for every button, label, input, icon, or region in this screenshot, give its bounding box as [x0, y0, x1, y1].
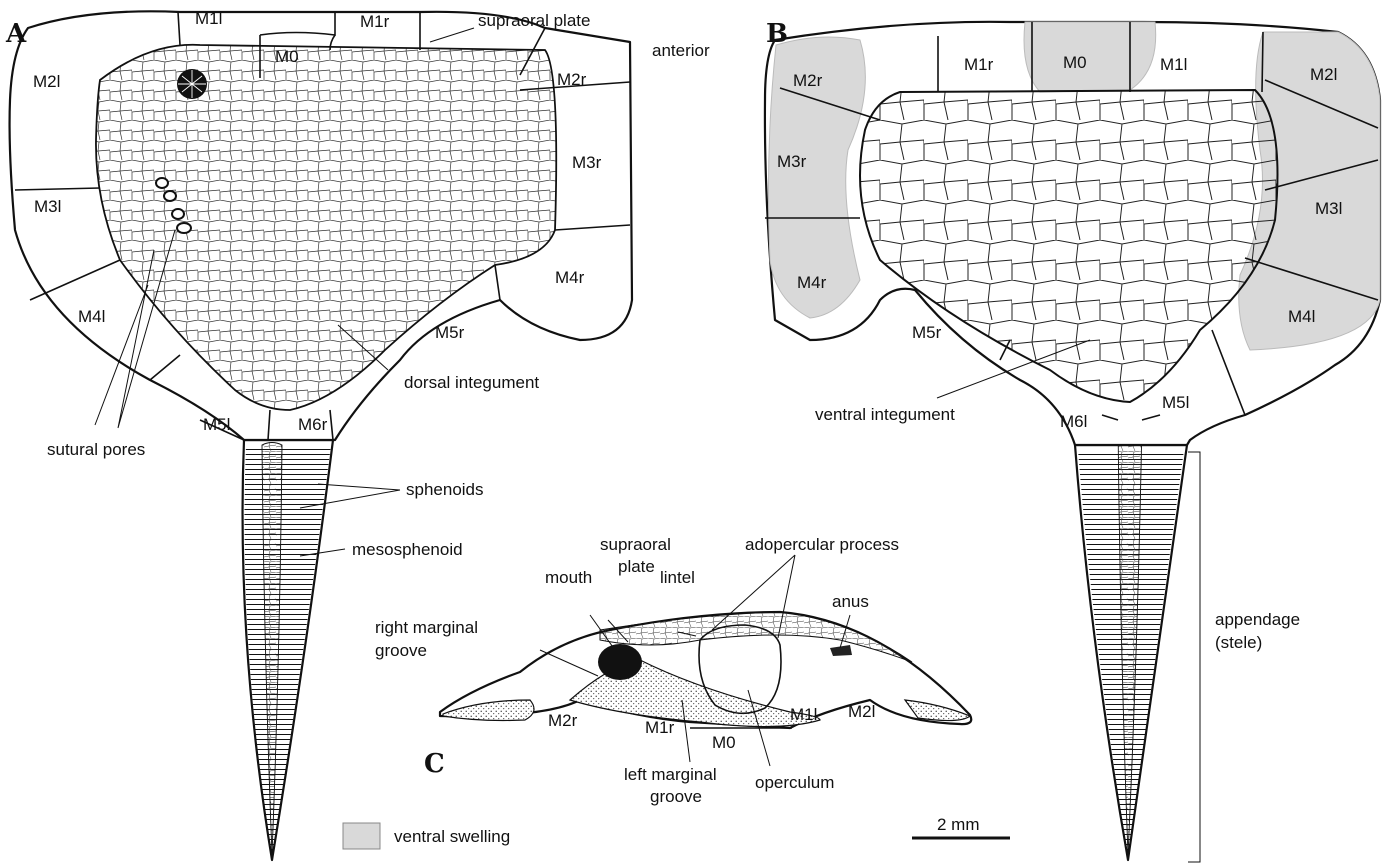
- label-b-m6l: M6l: [1060, 412, 1087, 431]
- label-c-left-marginal-2: groove: [650, 787, 702, 806]
- label-b-m1l: M1l: [1160, 55, 1187, 74]
- panel-letter-c: C: [424, 749, 445, 779]
- label-a-m1l: M1l: [195, 9, 222, 28]
- label-b-m0: M0: [1063, 53, 1087, 72]
- label-c-right-marginal-2: groove: [375, 641, 427, 660]
- label-b-m3l: M3l: [1315, 199, 1342, 218]
- label-a-m4r: M4r: [555, 268, 585, 287]
- legend-swatch: [343, 823, 380, 849]
- label-a-supraoral-plate: supraoral plate: [478, 11, 590, 30]
- label-a-mesosphenoid: mesosphenoid: [352, 540, 463, 559]
- label-c-m1r: M1r: [645, 718, 675, 737]
- mouth-c: [598, 644, 642, 680]
- label-c-operculum: operculum: [755, 773, 834, 792]
- label-a-sphenoids: sphenoids: [406, 480, 484, 499]
- label-a-m1r: M1r: [360, 12, 390, 31]
- label-c-m2r: M2r: [548, 711, 578, 730]
- label-b-m4l: M4l: [1288, 307, 1315, 326]
- label-b-ventral-integument: ventral integument: [815, 405, 955, 424]
- appendage-a-rings: [244, 445, 331, 858]
- label-a-m6r: M6r: [298, 415, 328, 434]
- scale-bar: 2 mm: [912, 815, 1010, 838]
- label-c-lintel: lintel: [660, 568, 695, 587]
- legend-label: ventral swelling: [394, 827, 510, 846]
- label-a-m5r: M5r: [435, 323, 465, 342]
- panel-a: [10, 11, 632, 860]
- label-b-m5r: M5r: [912, 323, 942, 342]
- label-a-anterior: anterior: [652, 41, 710, 60]
- label-a-m0: M0: [275, 47, 299, 66]
- label-a-m4l: M4l: [78, 307, 105, 326]
- label-b-m2l: M2l: [1310, 65, 1337, 84]
- label-c-adopercular: adopercular process: [745, 535, 899, 554]
- label-c-left-marginal-1: left marginal: [624, 765, 717, 784]
- label-a-m5l: M5l: [203, 415, 230, 434]
- label-b-m1r: M1r: [964, 55, 994, 74]
- label-a-m2l: M2l: [33, 72, 60, 91]
- label-b-m4r: M4r: [797, 273, 827, 292]
- label-b-m3r: M3r: [777, 152, 807, 171]
- swelling-m0-b: [1024, 22, 1156, 92]
- label-c-m2l: M2l: [848, 702, 875, 721]
- label-c-m0: M0: [712, 733, 736, 752]
- label-c-anus: anus: [832, 592, 869, 611]
- label-a-m2r: M2r: [557, 70, 587, 89]
- panel-b: [765, 22, 1380, 860]
- label-c-right-marginal-1: right marginal: [375, 618, 478, 637]
- label-b-appendage: appendage: [1215, 610, 1300, 629]
- panel-letter-a: A: [5, 19, 27, 49]
- label-a-sutural-pores: sutural pores: [47, 440, 145, 459]
- label-c-supraoral-line1: supraoral: [600, 535, 671, 554]
- label-b-stele: (stele): [1215, 633, 1262, 652]
- label-b-m2r: M2r: [793, 71, 823, 90]
- label-c-supraoral-line2: plate: [618, 557, 655, 576]
- label-a-m3l: M3l: [34, 197, 61, 216]
- label-b-m5l: M5l: [1162, 393, 1189, 412]
- label-c-m1l: M1l: [790, 705, 817, 724]
- panel-letter-b: B: [766, 19, 788, 49]
- label-a-m3r: M3r: [572, 153, 602, 172]
- legend: ventral swelling: [343, 823, 510, 849]
- scale-bar-label: 2 mm: [937, 815, 980, 834]
- label-a-dorsal-integument: dorsal integument: [404, 373, 539, 392]
- panel-c: [440, 612, 971, 728]
- label-c-mouth: mouth: [545, 568, 592, 587]
